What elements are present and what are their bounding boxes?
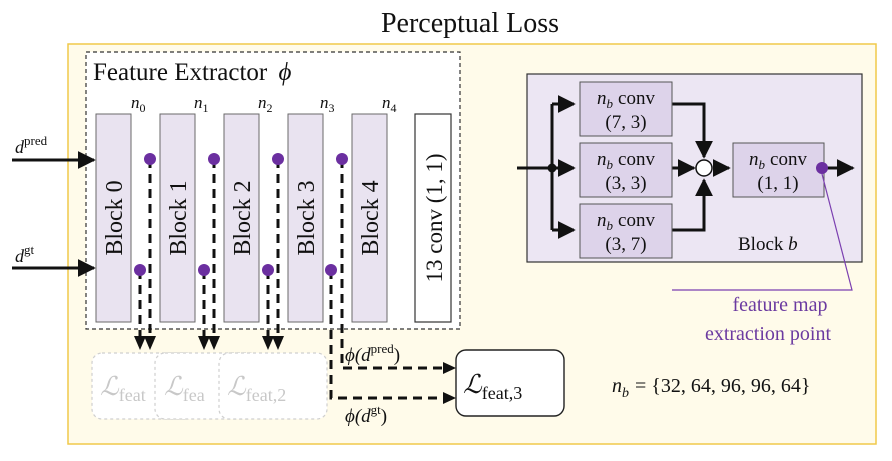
- n1-label: n1: [194, 93, 209, 115]
- svg-text:(3, 7): (3, 7): [605, 234, 646, 255]
- feature-map-note-line1: feature map: [733, 294, 828, 316]
- input-pred-label: dpred: [15, 133, 48, 157]
- block-2-label: Block 2: [230, 180, 256, 255]
- svg-text:ℒfeat: ℒfeat: [100, 372, 146, 405]
- loss-box-3: ℒfeat,3: [455, 349, 565, 417]
- block-1: Block 1: [159, 113, 196, 323]
- split-node: [547, 163, 557, 173]
- block-3: Block 3: [287, 113, 324, 323]
- phi-gt-label: ϕ(dgt): [345, 402, 387, 427]
- annotation-leader: [672, 173, 853, 291]
- diagram-title: Perceptual Loss: [381, 8, 559, 39]
- block3-taps: [329, 159, 448, 400]
- svg-text:(7, 3): (7, 3): [605, 112, 646, 133]
- svg-text:(3, 3): (3, 3): [605, 173, 646, 194]
- sum-node: [695, 159, 713, 177]
- final-conv-label: 13 conv (1, 1): [422, 153, 447, 282]
- channel-labels: n0 n1 n2 n3 n4: [131, 93, 397, 115]
- n4-label: n4: [382, 93, 397, 115]
- block-2: Block 2: [223, 113, 260, 323]
- input-gt-label: dgt: [15, 242, 35, 266]
- svg-text:ℒfeat,2: ℒfeat,2: [227, 372, 286, 405]
- block3-arrowheads: [443, 362, 456, 404]
- loss-box-2: ℒfeat,2: [218, 352, 328, 420]
- feature-taps: [138, 159, 280, 338]
- block-4: Block 4: [351, 113, 388, 323]
- feature-extractor-label: Feature Extractor ϕ: [93, 59, 291, 86]
- svg-text:ℒfeat,3: ℒfeat,3: [463, 370, 522, 403]
- block-3-label: Block 3: [294, 180, 320, 255]
- n2-label: n2: [258, 93, 273, 115]
- block-4-label: Block 4: [358, 180, 384, 255]
- nb-formula: nb= {32, 64, 96, 96, 64}: [612, 375, 810, 401]
- feature-extractor-box: [85, 51, 461, 330]
- n0-label: n0: [131, 93, 146, 115]
- block-extraction-dot: [816, 162, 828, 174]
- svg-text:ℒfea: ℒfea: [164, 372, 205, 405]
- block-0-label: Block 0: [102, 180, 128, 255]
- extraction-points: [134, 153, 348, 276]
- block-b-caption: Block b: [738, 234, 798, 255]
- feature-map-note-line2: extraction point: [705, 323, 832, 345]
- block-1-label: Block 1: [166, 180, 192, 255]
- n3-label: n3: [320, 93, 335, 115]
- phi-pred-label: ϕ(dpred): [345, 341, 400, 366]
- svg-text:(1, 1): (1, 1): [757, 173, 798, 194]
- block-0: Block 0: [95, 113, 132, 323]
- tap-arrowheads: [134, 336, 284, 350]
- final-conv-block: 13 conv (1, 1): [414, 113, 452, 323]
